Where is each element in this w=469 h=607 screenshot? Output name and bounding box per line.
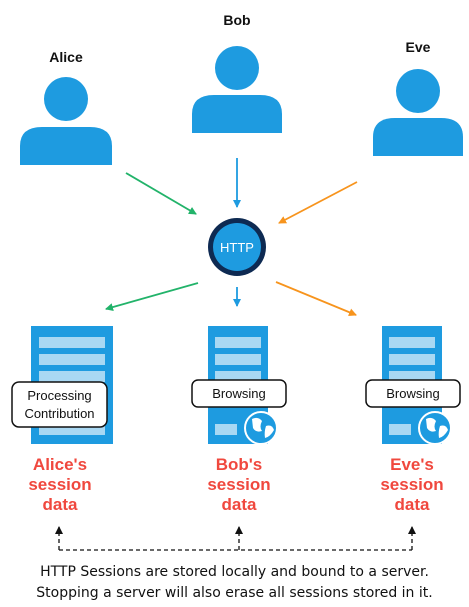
http-hub: HTTP (208, 218, 266, 276)
server-binding-connector (55, 526, 416, 551)
user-name-eve: Eve (406, 39, 431, 55)
caption-line1: HTTP Sessions are stored locally and bou… (40, 564, 429, 580)
bob-session-line2: session (207, 475, 270, 494)
diagram-caption: HTTP Sessions are stored locally and bou… (0, 562, 469, 604)
eve-session-line3: data (395, 495, 431, 514)
alice-activity-line2: Contribution (24, 406, 94, 421)
bob-globe-icon (244, 411, 278, 445)
alice-activity-tag (11, 381, 108, 428)
bob-activity-label: Browsing (212, 386, 265, 401)
eve-activity-tag (365, 379, 461, 408)
alice-session-line3: data (43, 495, 79, 514)
alice-session-line1: Alice's (33, 455, 87, 474)
eve-session-line1: Eve's (390, 455, 434, 474)
bob-activity-tag (191, 379, 287, 408)
bob-session-line3: data (222, 495, 258, 514)
eve-request-arrow (278, 181, 358, 224)
eve-activity-label: Browsing (386, 386, 439, 401)
alice-person-icon (20, 77, 112, 165)
bob-session-line1: Bob's (216, 455, 263, 474)
eve-session-line2: session (380, 475, 443, 494)
eve-globe-icon (418, 411, 452, 445)
http-hub-label: HTTP (220, 240, 254, 255)
alice-route-arrow (105, 282, 199, 311)
bob-person-icon (192, 46, 282, 133)
alice-activity-line1: Processing (27, 388, 91, 403)
caption-line2: Stopping a server will also erase all se… (36, 585, 433, 601)
eve-person-icon (373, 69, 463, 156)
user-name-bob: Bob (223, 12, 250, 28)
alice-session-line2: session (28, 475, 91, 494)
alice-request-arrow (125, 172, 197, 215)
eve-route-arrow (275, 281, 357, 317)
user-name-alice: Alice (49, 49, 83, 65)
